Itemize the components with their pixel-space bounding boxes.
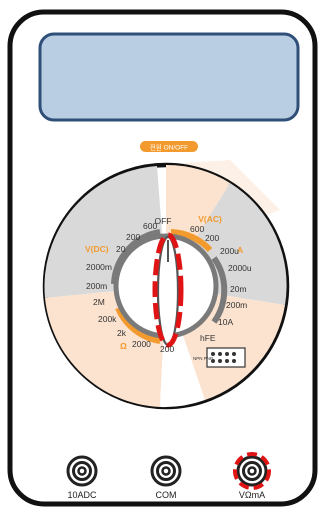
- hfe-socket-note: NPN PNP: [193, 356, 213, 361]
- dial-label-a-200u: 200u: [220, 246, 239, 256]
- jack-10adc-label: 10ADC: [67, 490, 97, 500]
- lcd-display: [38, 32, 300, 122]
- dial-label-vac-600: 600: [190, 224, 204, 234]
- dial-label-vac-200: 200: [205, 233, 219, 243]
- dial-label-vdc: V(DC): [85, 244, 109, 254]
- dial-label-ohm-2000: 2000: [132, 339, 151, 349]
- dial-label-a-200m: 200m: [226, 300, 247, 310]
- dial-label-a-2000u: 2000u: [228, 263, 252, 273]
- dial-label-a-10a: 10A: [218, 317, 233, 327]
- power-button-label: 전원 ON/OFF: [150, 143, 188, 152]
- dial-label-vac: V(AC): [198, 214, 222, 224]
- dial-label-vdc-2000m: 2000m: [86, 262, 112, 272]
- jack-com-label: COM: [156, 490, 177, 500]
- range-arc-vac: [170, 229, 213, 253]
- jack-com[interactable]: [150, 455, 182, 487]
- annotation-jack-highlight: [233, 452, 271, 490]
- dial-label-ohm-200: 200: [160, 344, 174, 354]
- jack-vohm-ma-label: VΩmA: [239, 490, 265, 500]
- dial-label-hfe: hFE: [200, 333, 216, 343]
- dial-label-vdc-20: 20: [116, 244, 126, 254]
- dial-label-vdc-200m: 200m: [86, 281, 107, 291]
- dial-label-ohm-2m: 2M: [93, 297, 105, 307]
- dial-label-vdc-600: 600: [143, 221, 157, 231]
- dial-label-ohm-2k: 2k: [117, 328, 127, 338]
- range-arc-amp: [211, 256, 228, 324]
- power-button[interactable]: 전원 ON/OFF: [140, 141, 198, 152]
- dial-label-vdc-200: 200: [126, 232, 140, 242]
- range-arc-ohm: [115, 306, 161, 344]
- hfe-socket[interactable]: [206, 347, 246, 368]
- annotation-knob-highlight: [152, 232, 184, 348]
- dial-label-ohm-200k: 200k: [98, 314, 117, 324]
- dial-label-off: OFF: [155, 216, 172, 226]
- dial-label-a-20m: 20m: [230, 284, 247, 294]
- dial-label-ohm: Ω: [120, 341, 127, 351]
- jack-vohm-ma[interactable]: [236, 455, 268, 487]
- jack-10adc[interactable]: [66, 455, 98, 487]
- dial-label-a: A: [237, 245, 243, 255]
